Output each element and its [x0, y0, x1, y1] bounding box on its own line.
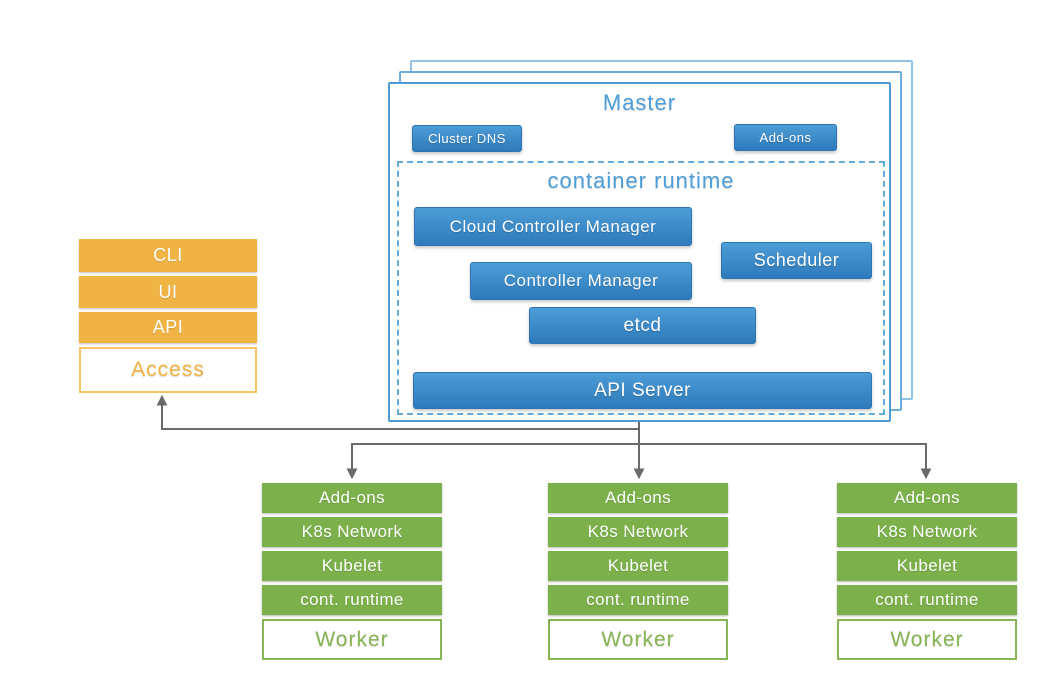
access-item-cli: CLI	[79, 239, 257, 272]
worker-node-1: Add-ons K8s Network Kubelet cont. runtim…	[262, 483, 442, 660]
master-addons-box: Add-ons	[734, 124, 837, 151]
container-runtime-label: container runtime	[547, 168, 735, 193]
access-item-api: API	[79, 312, 257, 343]
worker-row-kubelet: Kubelet	[548, 551, 728, 581]
worker-node-2: Add-ons K8s Network Kubelet cont. runtim…	[548, 483, 728, 660]
worker-row-cont-runtime: cont. runtime	[262, 585, 442, 615]
worker-row-cont-runtime: cont. runtime	[837, 585, 1017, 615]
worker-row-addons: Add-ons	[262, 483, 442, 513]
worker-label-box: Worker	[837, 619, 1017, 660]
worker-row-addons: Add-ons	[837, 483, 1017, 513]
worker-label-box: Worker	[548, 619, 728, 660]
master-title: Master	[602, 90, 677, 115]
worker-row-k8s-network: K8s Network	[837, 517, 1017, 547]
access-item-ui: UI	[79, 276, 257, 308]
scheduler-box: Scheduler	[721, 242, 872, 279]
etcd-box: etcd	[529, 307, 756, 344]
worker-node-3: Add-ons K8s Network Kubelet cont. runtim…	[837, 483, 1017, 660]
container-runtime-box: container runtime Cloud Controller Manag…	[397, 161, 885, 415]
worker-row-kubelet: Kubelet	[837, 551, 1017, 581]
worker-row-cont-runtime: cont. runtime	[548, 585, 728, 615]
worker-label-box: Worker	[262, 619, 442, 660]
worker-row-addons: Add-ons	[548, 483, 728, 513]
cloud-controller-manager-box: Cloud Controller Manager	[414, 207, 692, 246]
cluster-dns-box: Cluster DNS	[412, 125, 522, 152]
access-stack: CLI UI API Access	[79, 239, 257, 393]
api-server-box: API Server	[413, 372, 872, 409]
worker-row-kubelet: Kubelet	[262, 551, 442, 581]
controller-manager-box: Controller Manager	[470, 262, 692, 300]
worker-row-k8s-network: K8s Network	[548, 517, 728, 547]
connector-api-server-workers-1-3	[346, 443, 932, 480]
master-box: Master Cluster DNS Add-ons container run…	[388, 82, 891, 422]
access-label-box: Access	[79, 347, 257, 393]
worker-row-k8s-network: K8s Network	[262, 517, 442, 547]
